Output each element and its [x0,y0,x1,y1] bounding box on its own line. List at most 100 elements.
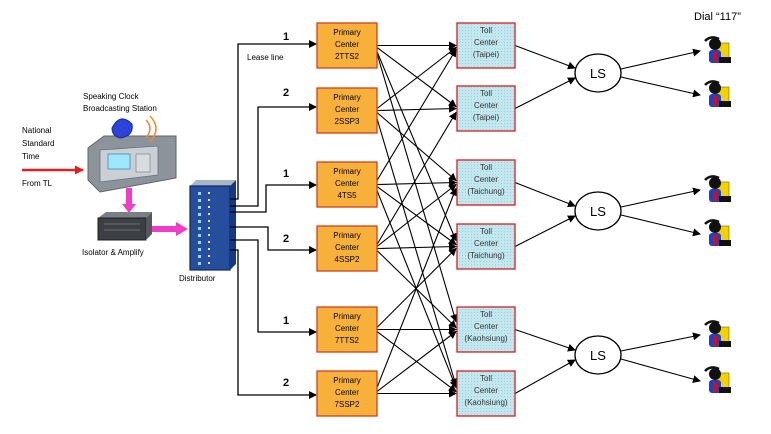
primary-to-toll-link [376,111,457,245]
distributor-to-primary-link [230,40,317,200]
distributor-to-primary-link [230,249,317,399]
distributor-label: Distributor [179,274,216,283]
lease-line-label: Lease line [247,53,284,62]
toll-center-city: (Kaohsiung) [464,334,507,343]
primary-to-toll-link [376,178,457,187]
distributor-to-primary-link [230,226,317,254]
primary-to-toll-link [376,183,457,247]
local-switch: LS [574,191,622,231]
primary-to-toll-link [376,118,458,387]
ls-to-subscriber-link [620,332,701,352]
toll-center-city: (Taichung) [467,187,505,196]
toll-to-ls-link [514,77,576,109]
primary-center-code: 2TTS2 [335,52,360,61]
ls-to-subscriber-link [620,187,701,208]
primary-to-toll-link [376,104,457,113]
primary-center-code: 4TS5 [337,191,357,200]
station-label-line-2: Broadcasting Station [83,104,157,113]
primary-to-toll-link [376,330,457,392]
toll-to-ls-link [514,44,576,70]
primary-to-toll-link [376,187,458,388]
toll-center-line1: Toll [480,227,492,236]
toll-center-line2: Center [474,101,498,110]
toll-center-city: (Kaohsiung) [464,398,507,407]
input-label-line-1: National [22,126,52,135]
primary-to-toll-link [376,48,457,181]
toll-center-line1: Toll [480,374,492,383]
telephone-user-icon [704,219,731,246]
local-switch-label: LS [590,348,606,363]
toll-center-line1: Toll [480,310,492,319]
isolator-label: Isolator & Amplify [82,248,144,257]
toll-center-line1: Toll [480,163,492,172]
telephone-user-icon [704,175,731,202]
primary-center-line1: Primary [333,231,361,240]
local-switch-label: LS [590,204,606,219]
toll-center-city: (Taipei) [473,113,500,122]
primary-center-code: 2SSP3 [335,117,360,126]
ls-to-subscriber-link [620,48,701,70]
primary-center-code: 4SSP2 [335,255,360,264]
telephone-user-icon [704,320,731,347]
primary-to-toll-link [376,242,457,251]
station-label-line-1: Speaking Clock [83,92,140,101]
toll-to-ls-link [514,215,576,247]
toll-center-city: (Taipei) [473,50,500,59]
ls-to-subscriber-link [620,76,701,98]
primary-center-line2: Center [335,40,359,49]
from-label: From TL [22,179,53,188]
toll-to-ls-link [514,359,576,394]
distributor-to-primary-link [230,239,317,336]
distributor-rack-icon [189,180,236,271]
branch-number: 1 [283,168,289,180]
amplifier-icon [97,212,152,241]
branch-number: 1 [283,315,289,327]
input-label-line-3: Time [22,152,40,161]
toll-center-line2: Center [474,38,498,47]
local-switch: LS [574,335,622,375]
primary-center-code: 7TTS2 [335,336,360,345]
primary-center-line1: Primary [333,376,361,385]
telephone-user-icon [704,36,731,63]
toll-center-line1: Toll [480,26,492,35]
local-switch: LS [574,53,622,93]
branch-number: 2 [283,377,289,389]
branch-number: 2 [283,87,289,99]
connection-lines [230,40,701,399]
primary-center-line2: Center [335,243,359,252]
ls-to-subscriber-link [620,358,701,383]
toll-center-line2: Center [474,386,498,395]
distributor-to-primary-link [230,103,317,207]
primary-to-toll-link [376,47,457,108]
telephone-user-icon [704,366,731,393]
primary-center-line2: Center [335,324,359,333]
toll-center-city: (Taichung) [467,251,505,260]
distributor-to-primary-link [230,181,317,213]
station-to-isolator-arrow-head [122,204,136,213]
toll-center-line1: Toll [480,89,492,98]
branch-number: 1 [283,31,289,43]
primary-center-line2: Center [335,388,359,397]
toll-to-ls-link [514,328,576,352]
primary-center-line2: Center [335,179,359,188]
primary-center-line2: Center [335,105,359,114]
primary-to-toll-link [376,112,457,182]
toll-center-line2: Center [474,322,498,331]
primary-center-line1: Primary [333,167,361,176]
primary-to-toll-link [376,53,458,323]
telephone-user-icon [704,80,731,107]
primary-center-line1: Primary [333,312,361,321]
dial-label: Dial “117” [694,11,741,23]
toll-center-line2: Center [474,239,498,248]
